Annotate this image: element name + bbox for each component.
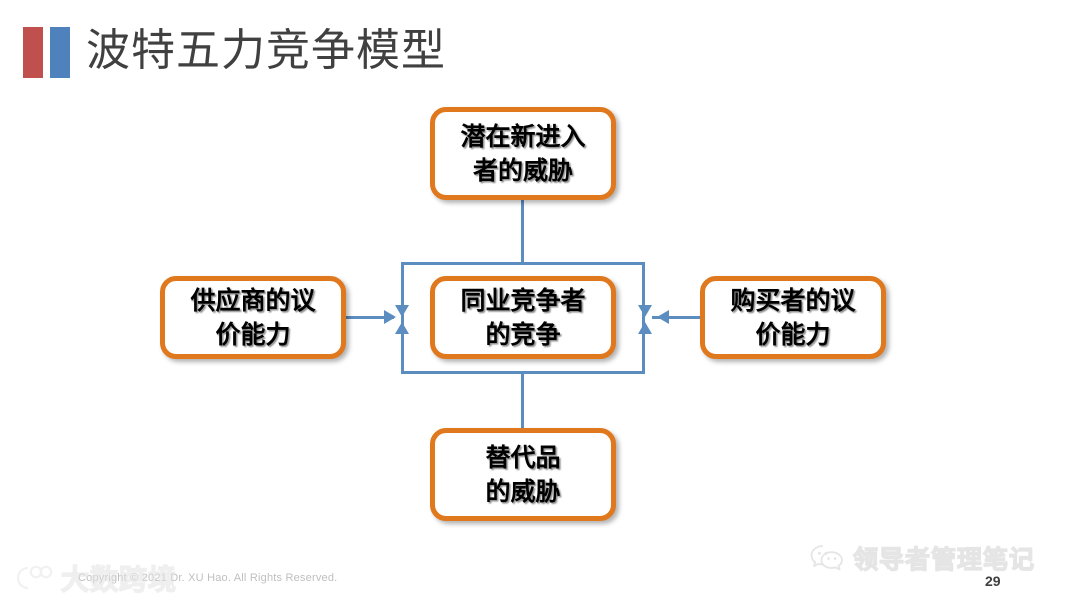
slide-title-bar: 波特五力竞争模型 (0, 0, 1080, 96)
arrowhead-suppliers-right (384, 310, 396, 324)
force-box-new-entrants[interactable]: 潜在新进入 者的威胁 (430, 107, 616, 200)
title-accent-bars (23, 27, 71, 78)
force-box-threat-of-substitutes[interactable]: 替代品 的威胁 (430, 428, 616, 521)
force-box-supplier-power[interactable]: 供应商的议 价能力 (160, 276, 346, 359)
arrowhead-frame-left-up (395, 322, 409, 334)
arrowhead-frame-right-down (638, 305, 652, 317)
arrowhead-frame-left-down (395, 305, 409, 317)
title-accent-bar-red (23, 27, 43, 78)
watermark-bottom-right-text: 领导者管理笔记 (852, 545, 1036, 574)
arrowhead-frame-right-up (638, 322, 652, 334)
connector-substitutes-to-rivalry (521, 374, 524, 428)
page-number: 29 (985, 573, 1001, 589)
dashujingjing-logo-icon (16, 565, 53, 590)
rivalry-connector-frame (401, 262, 645, 374)
connector-buyers-to-rivalry (652, 316, 700, 319)
arrowhead-buyers-left (657, 310, 669, 324)
connector-entrants-to-rivalry (521, 200, 524, 262)
five-forces-diagram: 潜在新进入 者的威胁 供应商的议 价能力 同业竞争者 的竞争 购买者的议 价能力… (0, 90, 1080, 540)
page-title: 波特五力竞争模型 (86, 26, 446, 75)
copyright-notice: Copyright © 2021 Dr. XU Hao. All Rights … (78, 572, 338, 584)
force-box-competitive-rivalry[interactable]: 同业竞争者 的竞争 (430, 276, 616, 359)
wechat-icon (810, 545, 843, 571)
force-box-buyer-power[interactable]: 购买者的议 价能力 (700, 276, 886, 359)
watermark-bottom-right: 领导者管理笔记 (810, 540, 1035, 576)
connector-suppliers-to-rivalry (346, 316, 394, 319)
title-accent-bar-blue (50, 27, 70, 78)
